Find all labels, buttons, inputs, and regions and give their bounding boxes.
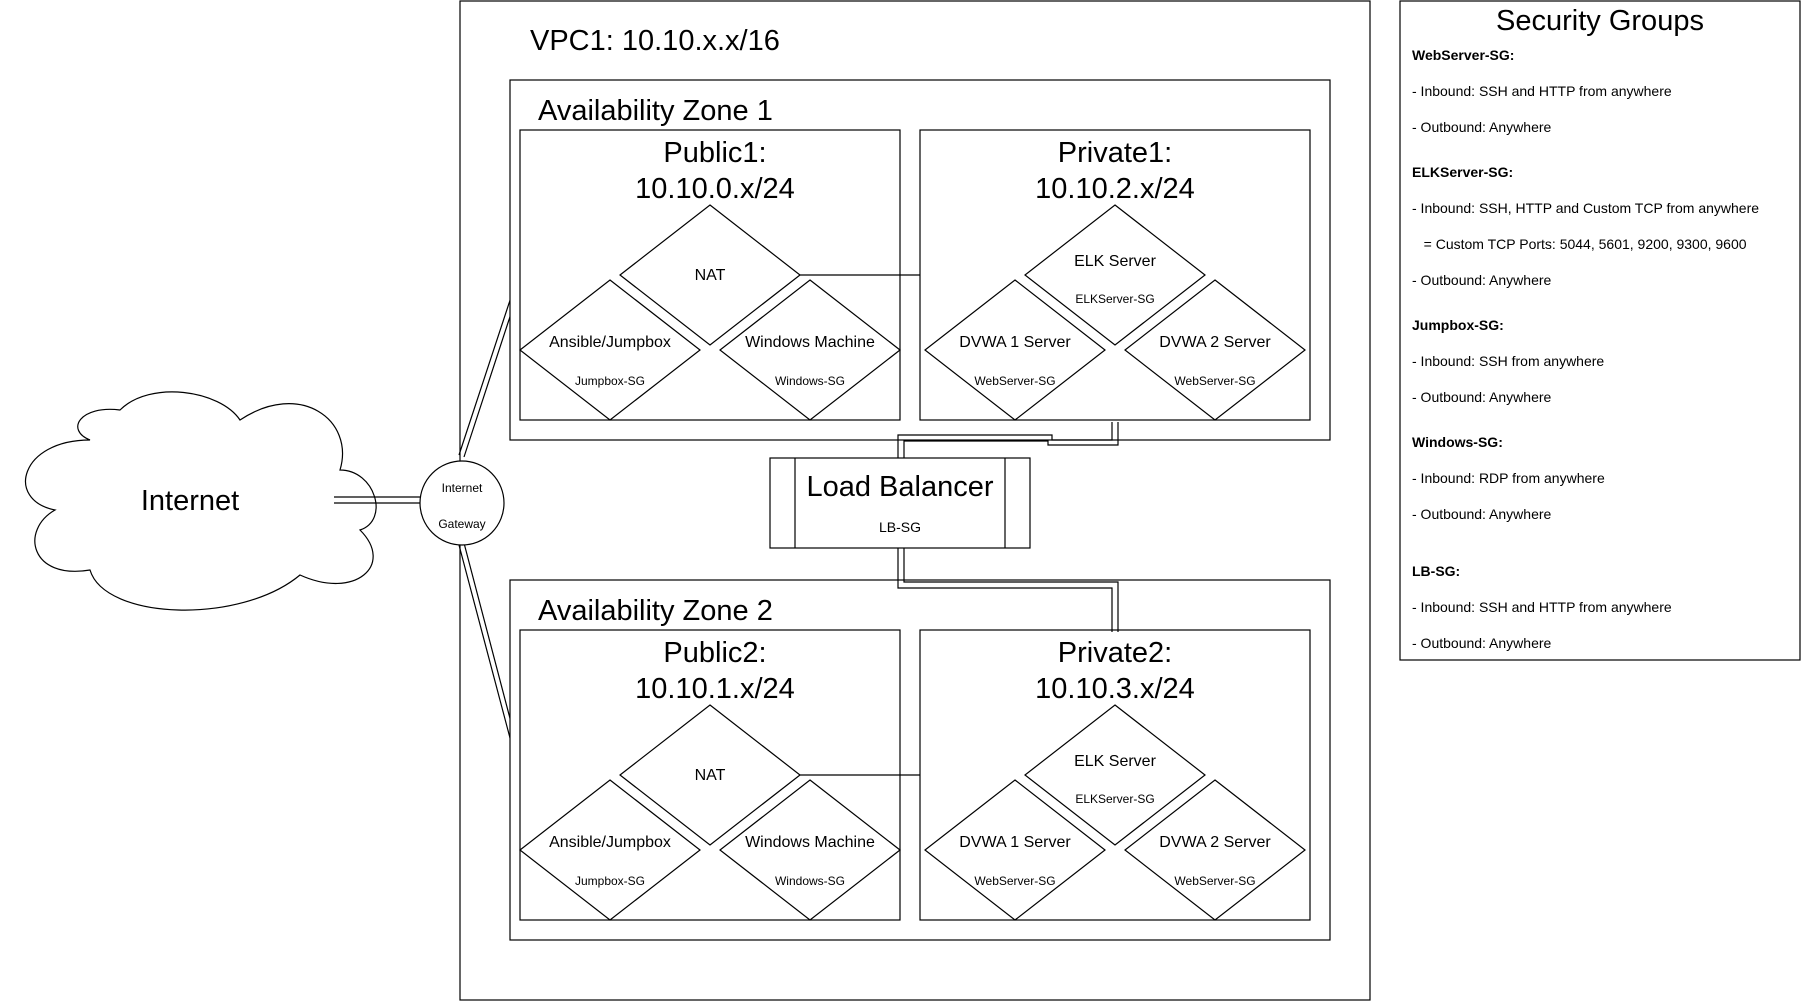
zone-label: Availability Zone 1 xyxy=(538,95,773,127)
elk-server-security-group: ELKServer-SG xyxy=(1075,292,1154,306)
elk-server-security-group: ELKServer-SG xyxy=(1075,792,1154,806)
security-groups-panel xyxy=(1399,0,1801,661)
sg-rule: - Outbound: Anywhere xyxy=(1412,272,1552,288)
public-subnet-cidr: 10.10.1.x/24 xyxy=(635,673,795,705)
private-subnet-cidr: 10.10.3.x/24 xyxy=(1035,673,1195,705)
internet-cloud xyxy=(25,391,377,611)
sg-name: LB-SG: xyxy=(1412,563,1460,579)
sg-rule: - Inbound: SSH and HTTP from anywhere xyxy=(1412,83,1672,99)
zone-label: Availability Zone 2 xyxy=(538,595,773,627)
gateway-label-line1: Internet xyxy=(442,481,483,495)
windows-node xyxy=(719,779,901,921)
security-groups-list: WebServer-SG: - Inbound: SSH and HTTP fro… xyxy=(1412,47,1759,651)
lb-to-private1-link xyxy=(897,422,1119,458)
sg-rule: - Inbound: SSH from anywhere xyxy=(1412,353,1604,369)
elk-server-node xyxy=(1024,204,1206,346)
load-balancer xyxy=(769,457,1031,549)
node-security-group: Windows-SG xyxy=(775,374,845,388)
lb-to-private2-link xyxy=(897,548,1119,632)
dvwa-server-node-2 xyxy=(1124,779,1306,921)
gateway-label-line2: Gateway xyxy=(438,517,485,531)
nat-label: NAT xyxy=(695,267,726,284)
dvwa-server-node-2 xyxy=(1124,279,1306,421)
nat-gateway xyxy=(619,704,801,846)
dvwa-server-name: DVWA 2 Server xyxy=(1159,834,1271,851)
availability-zone-2: Availability Zone 2 Public2: 10.10.1.x/24 P… xyxy=(509,579,1331,941)
node-security-group: Jumpbox-SG xyxy=(575,374,645,388)
node-name: Ansible/Jumpbox xyxy=(549,334,671,351)
jumpbox-node xyxy=(519,779,701,921)
private-subnet-title: Private2: xyxy=(1058,637,1172,669)
dvwa-server-name: DVWA 2 Server xyxy=(1159,334,1271,351)
dvwa-server-name: DVWA 1 Server xyxy=(959,334,1071,351)
dvwa-server-security-group: WebServer-SG xyxy=(974,374,1055,388)
load-balancer-sg: LB-SG xyxy=(879,519,921,535)
sg-name: Jumpbox-SG: xyxy=(1412,317,1504,333)
node-security-group: Jumpbox-SG xyxy=(575,874,645,888)
sg-rule: - Outbound: Anywhere xyxy=(1412,119,1552,135)
sg-rule: - Inbound: RDP from anywhere xyxy=(1412,470,1605,486)
private-subnet-title: Private1: xyxy=(1058,137,1172,169)
availability-zone-1: Availability Zone 1 Public1: 10.10.0.x/24 P… xyxy=(509,79,1331,441)
node-security-group: Windows-SG xyxy=(775,874,845,888)
load-balancer-label: Load Balancer xyxy=(806,471,993,503)
dvwa-server-node-1 xyxy=(924,279,1106,421)
jumpbox-node xyxy=(519,279,701,421)
internet-label: Internet xyxy=(141,485,239,517)
node-name: Windows Machine xyxy=(745,334,875,351)
public-subnet-title: Public2: xyxy=(663,637,766,669)
node-name: Ansible/Jumpbox xyxy=(549,834,671,851)
internet-gateway xyxy=(419,460,505,546)
sg-rule: - Outbound: Anywhere xyxy=(1412,506,1552,522)
sg-rule: - Inbound: SSH and HTTP from anywhere xyxy=(1412,599,1672,615)
elk-server-node xyxy=(1024,704,1206,846)
public-subnet-cidr: 10.10.0.x/24 xyxy=(635,173,795,205)
dvwa-server-security-group: WebServer-SG xyxy=(1174,374,1255,388)
internet-to-gateway-link xyxy=(334,496,420,504)
sg-rule: - Inbound: SSH, HTTP and Custom TCP from… xyxy=(1412,200,1759,216)
dvwa-server-security-group: WebServer-SG xyxy=(1174,874,1255,888)
sg-rule: - Outbound: Anywhere xyxy=(1412,389,1552,405)
elk-server-name: ELK Server xyxy=(1074,753,1156,770)
dvwa-server-security-group: WebServer-SG xyxy=(974,874,1055,888)
windows-node xyxy=(719,279,901,421)
sg-rule: - Outbound: Anywhere xyxy=(1412,635,1552,651)
sg-name: Windows-SG: xyxy=(1412,434,1503,450)
nat-gateway xyxy=(619,204,801,346)
private-subnet-cidr: 10.10.2.x/24 xyxy=(1035,173,1195,205)
sg-rule: = Custom TCP Ports: 5044, 5601, 9200, 93… xyxy=(1412,236,1747,252)
security-groups-title: Security Groups xyxy=(1496,5,1704,37)
dvwa-server-name: DVWA 1 Server xyxy=(959,834,1071,851)
nat-label: NAT xyxy=(695,767,726,784)
public-subnet-title: Public1: xyxy=(663,137,766,169)
vpc-label: VPC1: 10.10.x.x/16 xyxy=(530,25,780,57)
node-name: Windows Machine xyxy=(745,834,875,851)
elk-server-name: ELK Server xyxy=(1074,253,1156,270)
dvwa-server-node-1 xyxy=(924,779,1106,921)
sg-name: WebServer-SG: xyxy=(1412,47,1514,63)
sg-name: ELKServer-SG: xyxy=(1412,164,1513,180)
